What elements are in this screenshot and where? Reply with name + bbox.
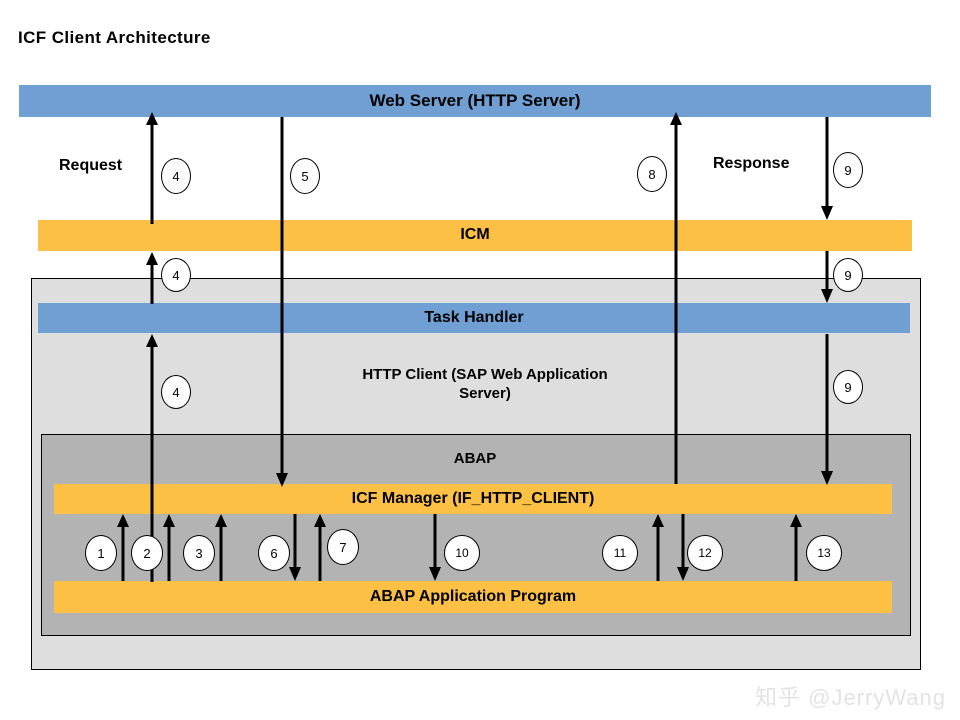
arrow-9-web-to-icm: [819, 117, 835, 220]
step-circle-9-top: 9: [833, 152, 863, 188]
arrow-6-icf-manager-to-app: [287, 514, 303, 581]
arrow-10-icf-manager-to-app: [427, 514, 443, 581]
arrow-7-app-to-icf-manager: [312, 514, 328, 581]
arrow-8-icf-manager-to-web: [668, 112, 684, 484]
step-circle-2: 2: [131, 535, 163, 571]
response-label: Response: [713, 155, 790, 172]
arrow-9-task-to-icf-manager: [819, 334, 835, 485]
arrow-1-app-to-icf-manager: [115, 514, 131, 581]
task-handler-box: Task Handler: [38, 303, 910, 333]
arrow-5-web-to-icf-manager: [274, 117, 290, 487]
request-label: Request: [59, 157, 123, 174]
arrow-3-app-to-icf-manager: [213, 514, 229, 581]
arrow-13-app-to-icf-manager: [788, 514, 804, 581]
step-circle-11: 11: [602, 535, 638, 571]
page-title: ICF Client Architecture: [18, 28, 211, 47]
http-client-label: HTTP Client (SAP Web Application Server): [330, 366, 640, 404]
watermark: 知乎 @JerryWang: [755, 685, 946, 710]
step-circle-8: 8: [637, 156, 667, 192]
step-circle-1: 1: [85, 535, 117, 571]
step-circle-4-mid: 4: [161, 258, 191, 292]
step-circle-6: 6: [258, 535, 290, 571]
icf-manager-box: ICF Manager (IF_HTTP_CLIENT): [54, 484, 892, 514]
web-server-box: Web Server (HTTP Server): [19, 85, 931, 117]
abap-label: ABAP: [453, 450, 497, 467]
arrow-4-web-to-icm: [144, 112, 160, 224]
step-circle-5: 5: [290, 158, 320, 194]
step-circle-9-low: 9: [833, 370, 863, 404]
http-client-label-line2: Server): [459, 384, 511, 402]
http-client-label-line1: HTTP Client (SAP Web Application: [362, 366, 608, 383]
arrow-12-icf-manager-to-app: [675, 514, 691, 581]
abap-application-program-box: ABAP Application Program: [54, 581, 892, 613]
step-circle-12: 12: [687, 535, 723, 571]
step-circle-4-top: 4: [161, 158, 191, 194]
step-circle-13: 13: [806, 535, 842, 571]
arrow-11-app-to-icf-manager: [650, 514, 666, 581]
step-circle-10: 10: [444, 535, 480, 571]
icm-box: ICM: [38, 220, 912, 251]
arrow-2-app-to-icf-manager: [161, 514, 177, 581]
arrow-9-icm-to-task: [819, 251, 835, 303]
arrow-4-icm-to-task: [144, 252, 160, 304]
step-circle-7: 7: [327, 529, 359, 565]
step-circle-4-low: 4: [161, 375, 191, 409]
step-circle-3: 3: [183, 535, 215, 571]
step-circle-9-mid: 9: [833, 258, 863, 292]
